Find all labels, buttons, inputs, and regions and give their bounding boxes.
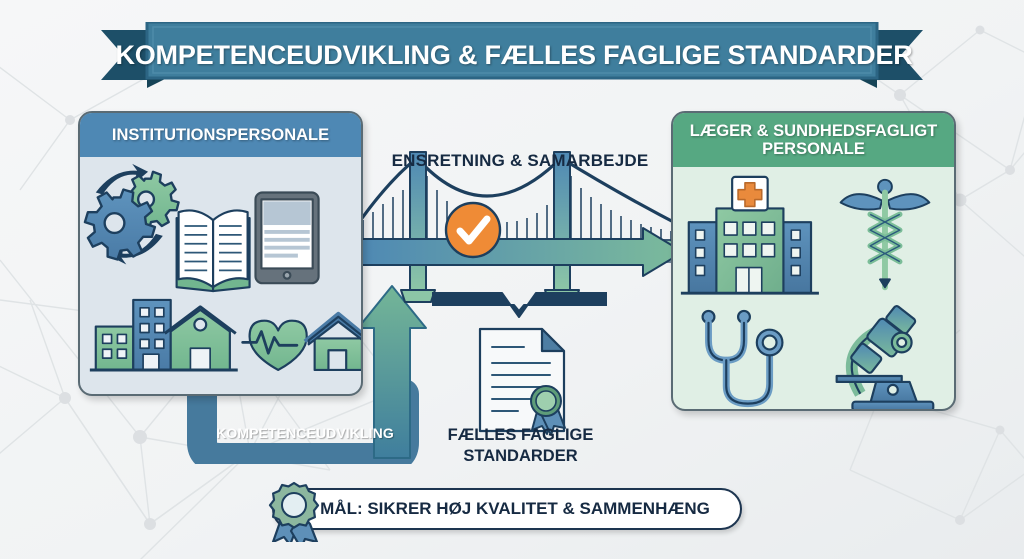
gears-icon [83,163,180,265]
kompetenceudvikling-label: KOMPETENCEUDVIKLING [216,425,394,441]
panel-laeger-sundhedsfagligt: LÆGER & SUNDHEDSFAGLIGT PERSONALE [671,111,956,411]
flow-arrow [355,227,684,277]
v-connector [432,292,607,318]
title-ribbon: KOMPETENCEUDVIKLING & FÆLLES FAGLIGE STA… [101,20,923,88]
standards-label: FÆLLES FAGLIGE STANDARDER [447,426,594,465]
panel-right-header: LÆGER & SUNDHEDSFAGLIGT PERSONALE [673,113,954,167]
panel-right-icons [680,175,935,409]
stethoscope-icon [701,309,784,408]
goal-bar: MÅL: SIKRER HØJ KVALITET & SAMMENHÆNG [268,481,742,542]
panel-institution-personale: INSTITUTIONSPERSONALE [78,111,363,396]
hospital-icon [680,175,819,295]
certificate-document-icon [478,327,566,436]
title-text: KOMPETENCEUDVIKLING & FÆLLES FAGLIGE STA… [115,39,913,70]
heart-pulse-icon [241,319,308,372]
center-label: ENSRETNING & SAMARBEJDE [391,151,649,170]
document-seal [530,385,566,436]
house-icon [303,311,361,372]
award-rosette-icon [268,481,320,542]
open-book-icon [175,209,251,293]
panel-left-icons [83,163,361,372]
microscope-icon [835,305,935,409]
caduceus-icon [839,178,931,291]
kompetenceudvikling-loop [187,285,427,464]
tablet-icon [254,191,320,285]
ribbon-shape [101,20,923,88]
goal-label: MÅL: SIKRER HØJ KVALITET & SAMMENHÆNG [320,499,710,518]
panel-left-header: INSTITUTIONSPERSONALE [80,113,361,157]
standards-illustration [432,292,607,436]
check-badge-icon [444,201,502,259]
buildings-icon [89,298,238,372]
